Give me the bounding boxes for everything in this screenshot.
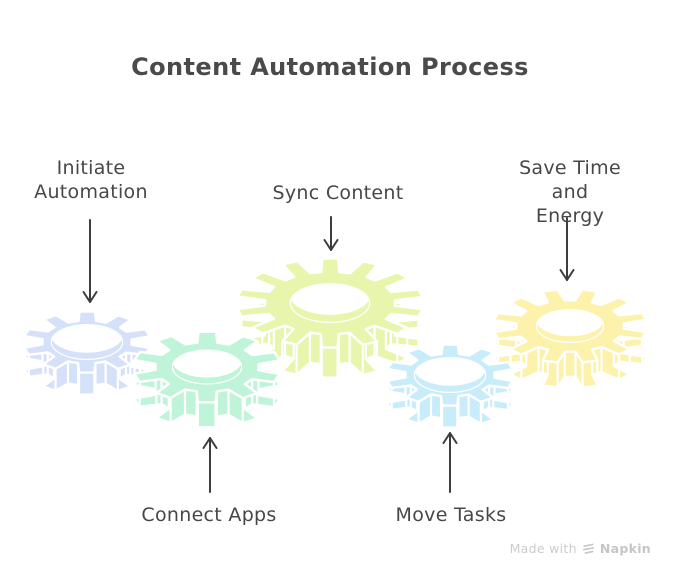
watermark-brand: Napkin: [599, 541, 651, 556]
label-move-tasks: Move Tasks: [395, 504, 507, 526]
napkin-logo-icon: [582, 543, 594, 554]
label-connect-apps: Connect Apps: [141, 504, 277, 526]
arrow-initiate-automation: [82, 219, 98, 303]
label-sync-content: Sync Content: [272, 182, 404, 204]
arrow-head-icon: [559, 269, 575, 281]
gear-move-tasks: [385, 343, 515, 429]
gear-sync-content: [236, 257, 424, 379]
arrow-move-tasks: [442, 432, 458, 493]
arrow-head-icon: [202, 437, 218, 449]
watermark-prefix: Made with: [509, 541, 577, 556]
gear-connect-apps: [133, 330, 281, 429]
gear-initiate-automation: [22, 310, 152, 396]
arrow-save-time-and-energy: [559, 217, 575, 281]
watermark: Made with Napkin: [510, 541, 651, 556]
arrow-connect-apps: [202, 437, 218, 493]
arrow-head-icon: [82, 291, 98, 303]
arrow-head-icon: [442, 432, 458, 444]
label-initiate-automation: Initiate Automation: [34, 157, 148, 203]
arrow-sync-content: [323, 216, 339, 251]
label-save-time-and-energy: Save Time and Energy: [519, 157, 621, 227]
arrow-head-icon: [323, 239, 339, 251]
gear-save-time-and-energy: [492, 288, 648, 389]
page-title: Content Automation Process: [131, 53, 529, 81]
